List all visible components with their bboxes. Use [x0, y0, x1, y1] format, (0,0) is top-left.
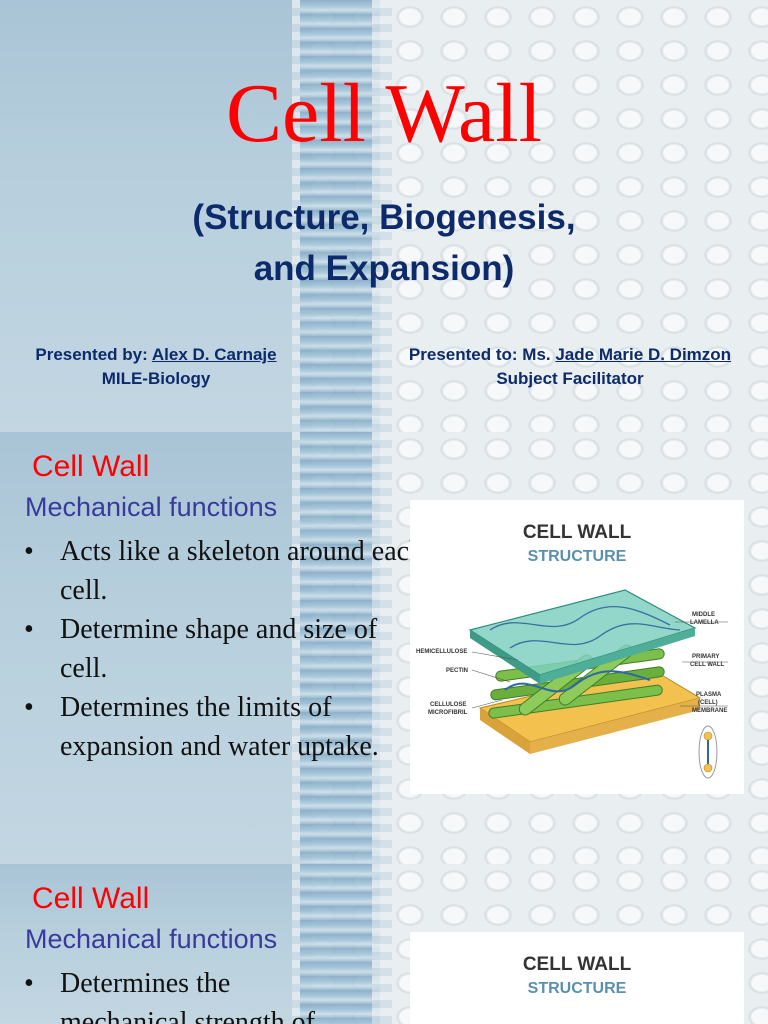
svg-text:PECTIN: PECTIN — [446, 668, 468, 674]
bullet-list: Acts like a skeleton around each cell. D… — [24, 532, 424, 766]
left-leader-lines — [471, 651, 519, 709]
section-heading: Cell Wall — [32, 450, 150, 483]
content-slide-1: Cell Wall Mechanical functions Acts like… — [0, 432, 768, 864]
membrane-background — [300, 0, 380, 432]
slide-title: Cell Wall — [226, 67, 542, 160]
bullet-list: Determines the mechanical strength of — [24, 964, 424, 1024]
title-slide: Cell Wall (Structure, Biogenesis, and Ex… — [0, 0, 768, 432]
svg-text:PLASMA: PLASMA — [696, 692, 722, 698]
cell-wall-diagram: CELL WALL STRUCTURE — [410, 500, 744, 794]
cell-wall-diagram: CELL WALL STRUCTURE — [410, 932, 744, 1024]
presenter-name: Alex D. Carnaje — [151, 345, 277, 364]
section-subheading: Mechanical functions — [25, 492, 278, 522]
pectin-strand — [504, 670, 651, 693]
slide-subtitle: (Structure, Biogenesis, and Expansion) — [192, 198, 576, 288]
bullet-item: Determines the limits of expansion and w… — [24, 688, 424, 766]
presented-by: Presented by: Alex D. Carnaje MILE-Biolo… — [18, 343, 294, 391]
presented-to: Presented to: Ms. Jade Marie D. Dimzon S… — [380, 343, 760, 391]
phospholipid-icon — [698, 725, 718, 779]
section-subheading: Mechanical functions — [25, 924, 278, 954]
section-heading: Cell Wall — [32, 882, 150, 915]
right-labels: MIDDLE LAMELLA PRIMARY CELL WALL PLASMA … — [690, 612, 727, 714]
bullet-item: Acts like a skeleton around each cell. — [24, 532, 424, 610]
bullet-item-continuation: mechanical strength of — [60, 1007, 316, 1024]
diagram-title: CELL WALL — [523, 522, 632, 543]
content-slide-2: Cell Wall Mechanical functions Determine… — [0, 864, 768, 1024]
svg-text:(CELL): (CELL) — [698, 700, 718, 706]
svg-text:CELLULOSE: CELLULOSE — [430, 702, 466, 708]
facilitator-role: Subject Facilitator — [496, 369, 644, 388]
bullet-item: Determines the — [24, 964, 424, 1003]
presenter-program: MILE-Biology — [101, 369, 211, 388]
svg-text:PRIMARY: PRIMARY — [692, 654, 719, 660]
svg-text:LAMELLA: LAMELLA — [690, 620, 719, 626]
middle-lamella-graphic — [468, 589, 697, 684]
svg-text:HEMICELLULOSE: HEMICELLULOSE — [416, 649, 467, 655]
left-labels: HEMICELLULOSE PECTIN CELLULOSE MICROFIBR… — [416, 649, 468, 716]
svg-text:CELL WALL: CELL WALL — [690, 662, 725, 668]
diagram-subtitle: STRUCTURE — [528, 980, 627, 997]
svg-text:MEMBRANE: MEMBRANE — [692, 708, 727, 714]
svg-text:MICROFIBRIL: MICROFIBRIL — [428, 710, 468, 716]
bullet-item: Determine shape and size of cell. — [24, 610, 424, 688]
facilitator-name: Jade Marie D. Dimzon — [555, 345, 732, 364]
diagram-title: CELL WALL — [523, 954, 632, 975]
diagram-subtitle: STRUCTURE — [528, 548, 627, 565]
svg-text:MIDDLE: MIDDLE — [692, 612, 715, 618]
